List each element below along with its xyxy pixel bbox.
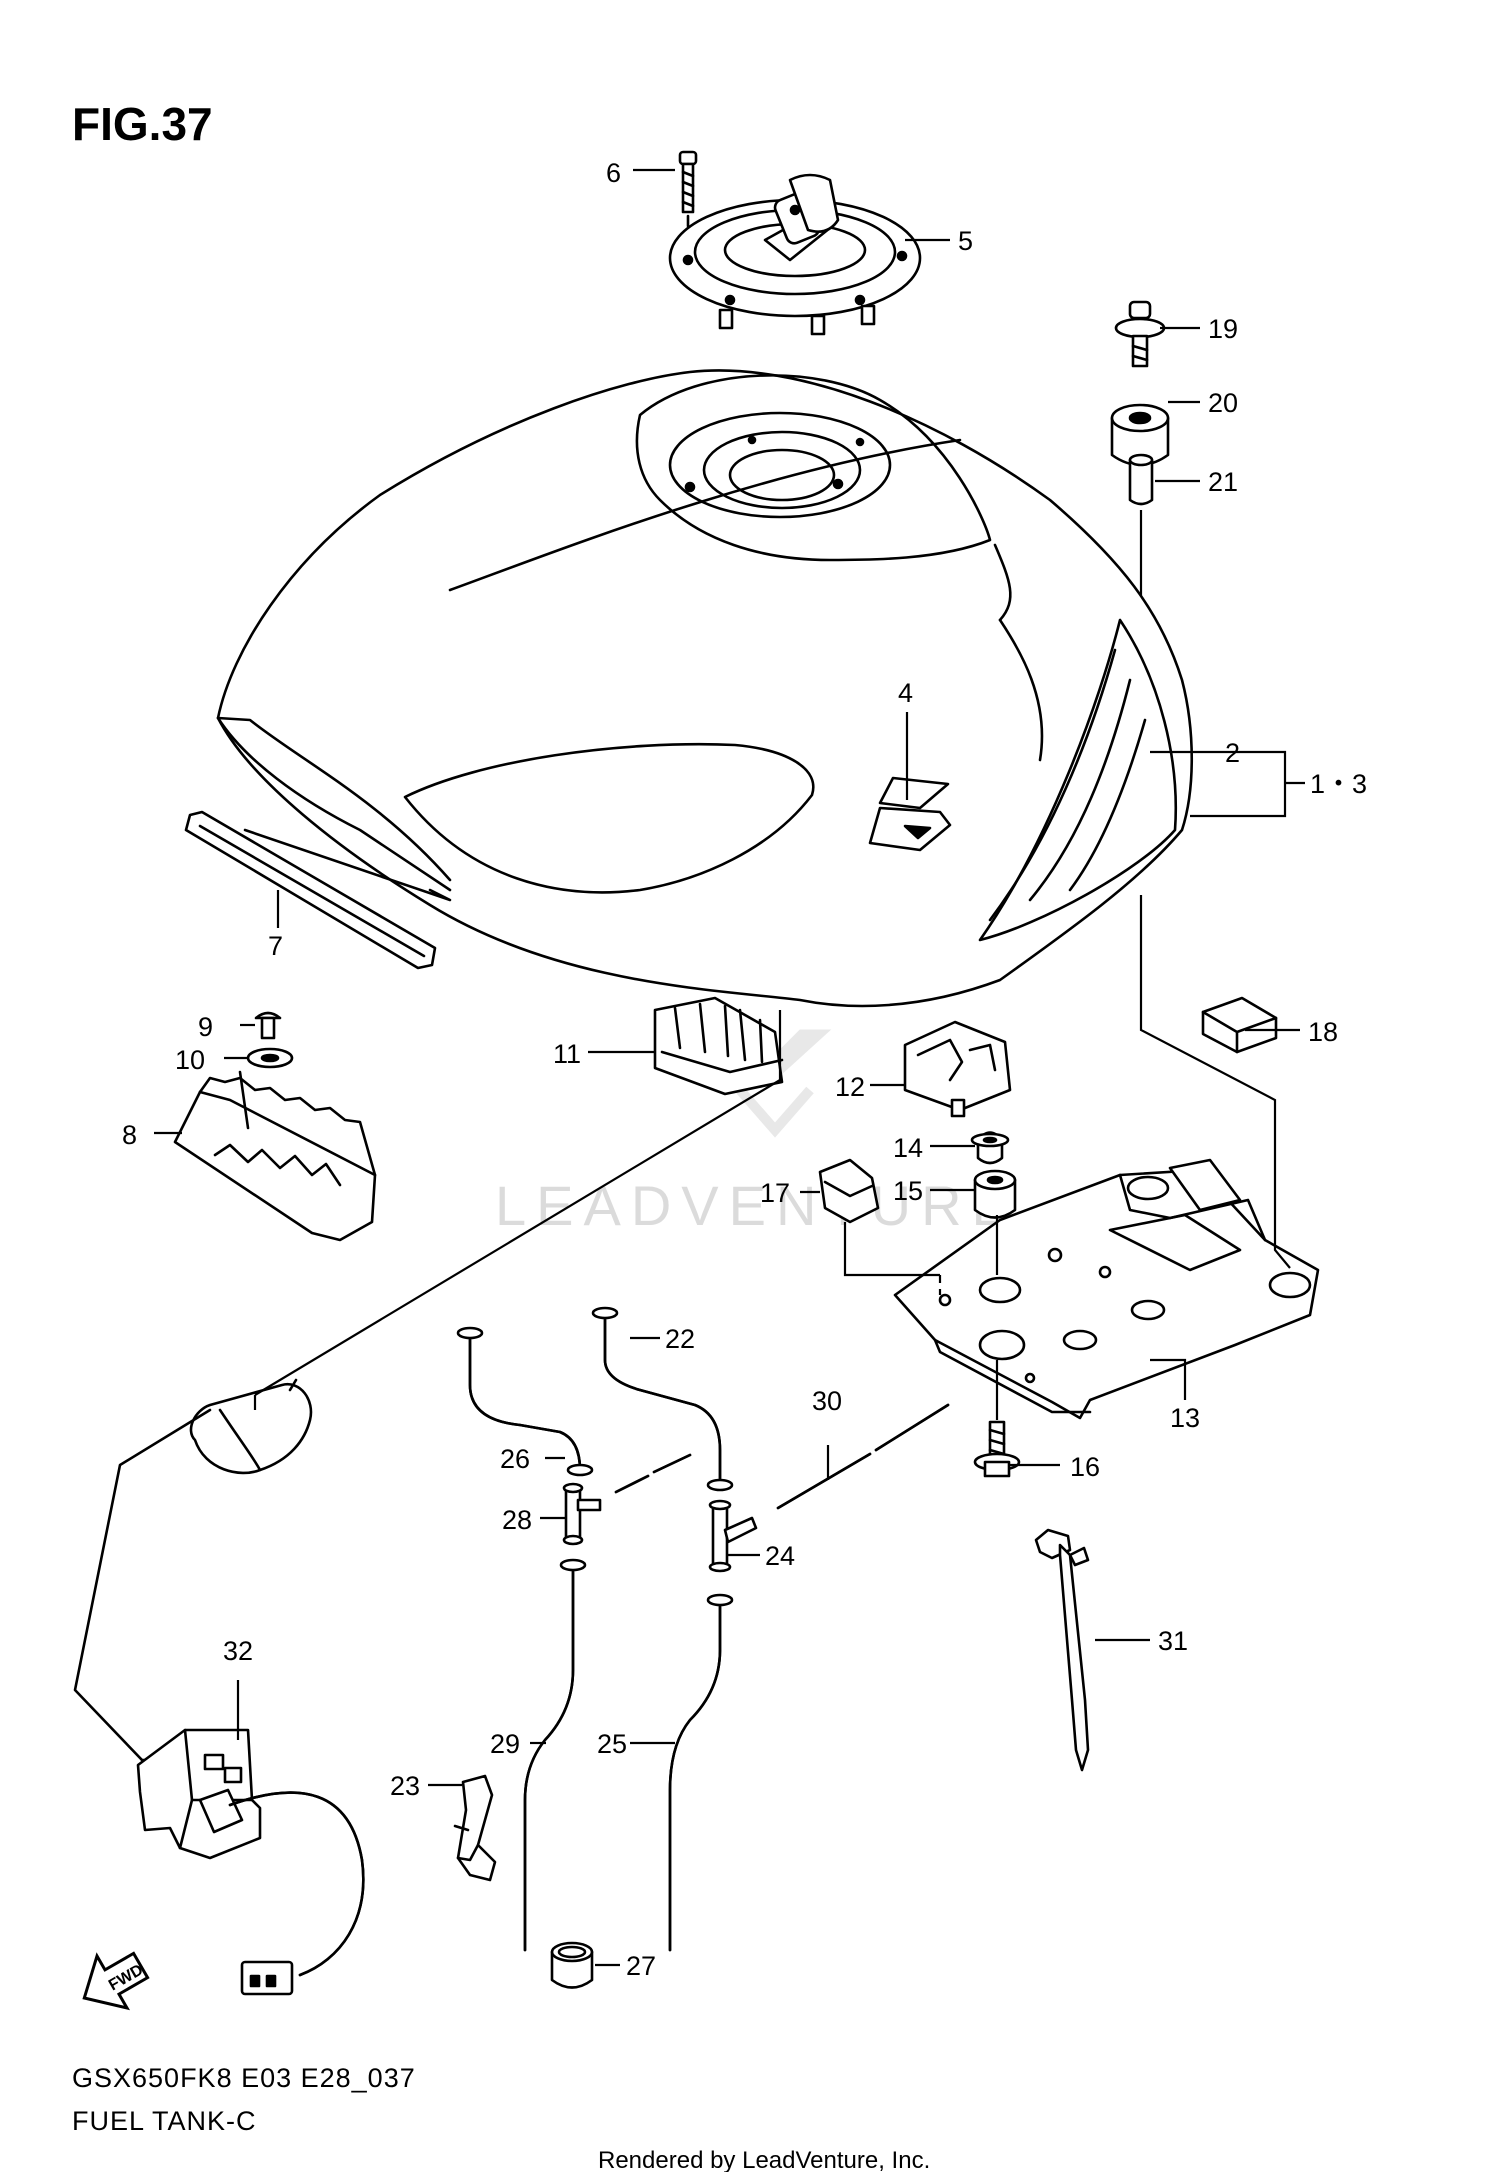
callout-27: 27 (626, 1951, 656, 1981)
part-7-trim-strip[interactable] (184, 810, 437, 970)
callout-16: 16 (1070, 1452, 1100, 1482)
figure-title: FIG.37 (72, 98, 213, 150)
part-22-hose[interactable] (591, 1306, 734, 1492)
model-code: GSX650FK8 E03 E28_037 (72, 2063, 416, 2093)
callout-17: 17 (760, 1178, 790, 1208)
render-credit: Rendered by LeadVenture, Inc. (598, 2147, 930, 2172)
callout-9: 9 (198, 1012, 213, 1042)
part-4-emblem[interactable] (868, 776, 952, 852)
part-8-bracket[interactable] (173, 1070, 377, 1242)
callout-23: 23 (390, 1771, 420, 1801)
part-16-bolt[interactable] (973, 1420, 1021, 1478)
callout-6: 6 (606, 158, 621, 188)
part-2-fuel-tank[interactable] (216, 369, 1193, 1008)
callout-2: 2 (1225, 738, 1240, 768)
callout-18: 18 (1308, 1017, 1338, 1047)
callout-25: 25 (597, 1729, 627, 1759)
part-9-screw[interactable] (254, 1011, 282, 1040)
callout-24: 24 (765, 1541, 795, 1571)
callout-14: 14 (893, 1133, 923, 1163)
callout-30: 30 (812, 1386, 842, 1416)
part-17-cover[interactable] (818, 1158, 880, 1224)
callout-8: 8 (122, 1120, 137, 1150)
part-18-pad[interactable] (1201, 996, 1278, 1054)
part-15-cushion[interactable] (973, 1169, 1017, 1219)
part-32-fuel-pump[interactable] (73, 1378, 365, 1996)
short-hose-segment[interactable] (614, 1453, 692, 1494)
part-12-damper[interactable] (903, 1020, 1012, 1118)
callout-21: 21 (1208, 467, 1238, 497)
callout-13: 13 (1170, 1403, 1200, 1433)
part-24-t-joint[interactable] (708, 1499, 758, 1573)
part-5-fuel-cap[interactable] (668, 173, 922, 336)
callout-28: 28 (502, 1505, 532, 1535)
callout-7: 7 (268, 931, 283, 961)
watermark: LEADVENTURE (495, 1029, 1019, 1237)
part-14-grommet[interactable] (970, 1131, 1010, 1165)
part-19-bolt[interactable] (1114, 300, 1166, 368)
section-name: FUEL TANK-C (72, 2106, 257, 2136)
part-31-probe[interactable] (1034, 1528, 1090, 1772)
callout-12: 12 (835, 1072, 865, 1102)
part-28-t-joint[interactable] (562, 1482, 602, 1546)
guide-lines (154, 168, 1305, 1967)
part-23-clamp[interactable] (453, 1774, 497, 1882)
part-13-plate[interactable] (893, 1158, 1320, 1420)
callout-10: 10 (175, 1045, 205, 1075)
part-30-hose[interactable] (776, 1403, 950, 1510)
callout-32: 32 (223, 1636, 253, 1666)
part-11-damper[interactable] (653, 996, 784, 1096)
part-6-screw[interactable] (678, 150, 698, 260)
forward-direction-arrow-icon: FWD (82, 1951, 150, 2011)
callout-11: 11 (553, 1039, 581, 1069)
part-27-clamp[interactable] (550, 1941, 594, 1989)
part-26-hose[interactable] (456, 1326, 594, 1477)
callout-labels: 6 5 19 20 21 2 1・3 4 7 9 10 8 11 12 18 1… (122, 158, 1367, 1981)
callout-1-3: 1・3 (1310, 769, 1367, 799)
part-21-collar[interactable] (1128, 453, 1154, 506)
part-25-hose[interactable] (668, 1593, 734, 1952)
part-10-washer[interactable] (246, 1047, 294, 1069)
callout-29: 29 (490, 1729, 520, 1759)
callout-4: 4 (898, 678, 913, 708)
watermark-text: LEADVENTURE (495, 1174, 1019, 1237)
part-29-hose[interactable] (523, 1558, 587, 1952)
callout-20: 20 (1208, 388, 1238, 418)
callout-19: 19 (1208, 314, 1238, 344)
callout-26: 26 (500, 1444, 530, 1474)
callout-5: 5 (958, 226, 973, 256)
callout-31: 31 (1158, 1626, 1188, 1656)
callout-15: 15 (893, 1176, 923, 1206)
callout-22: 22 (665, 1324, 695, 1354)
